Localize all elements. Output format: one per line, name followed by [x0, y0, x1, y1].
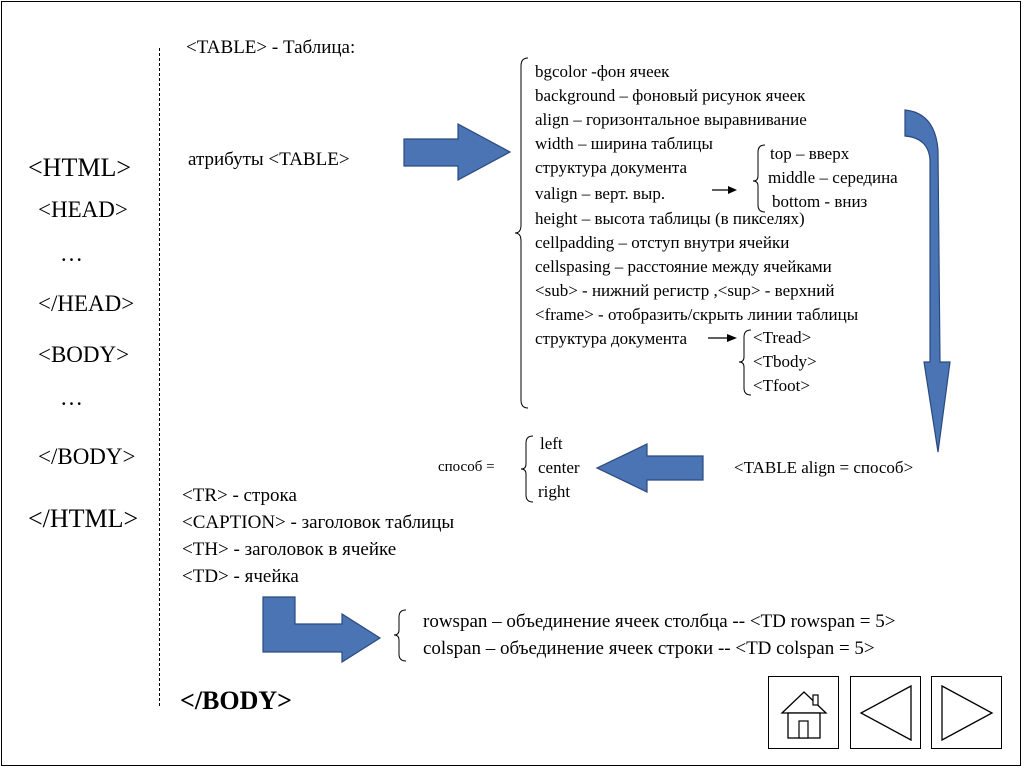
other-tag: <TD> - ячейка [182, 566, 299, 587]
attribute-item: width – ширина таблицы [535, 134, 713, 153]
attribute-item: background – фоновый рисунок ячеек [535, 86, 806, 105]
attribute-item: align – горизонтальное выравнивание [535, 110, 807, 129]
attribute-item: bgcolor -фон ячеек [535, 62, 670, 81]
html-close-tag: </HTML> [28, 504, 139, 533]
triangle-left-icon [859, 684, 912, 742]
attribute-item: структура документа [535, 158, 688, 177]
structure-tag: <Tfoot> [753, 376, 810, 395]
attribute-item: cellpadding – отступ внутри ячейки [535, 233, 790, 252]
curved-down-arrow-body [904, 109, 951, 453]
valign-option: top – вверх [770, 144, 850, 163]
triangle-right-icon [941, 684, 994, 742]
right-arrow [403, 122, 512, 182]
attribute-item: height – высота таблицы (в пикселях) [535, 209, 805, 228]
home-icon [780, 691, 828, 739]
head-open-tag: <HEAD> [38, 197, 128, 222]
page-title: <TABLE> - Таблица: [186, 37, 356, 58]
attribute-item: <sub> - нижний регистр ,<sup> - верхний [535, 281, 835, 300]
other-tag: <TR> - строка [182, 485, 297, 506]
valign-brace [752, 144, 766, 213]
align-option: center [538, 458, 580, 477]
align-option: right [538, 482, 571, 501]
structure-brace [738, 329, 752, 396]
attribute-item: <frame> - отобразить/скрыть линии таблиц… [535, 305, 859, 324]
attributes-brace [514, 57, 529, 409]
left-arrow [595, 443, 704, 493]
head-close-tag: </HEAD> [38, 291, 135, 316]
attribute-item: valign – верт. выр. [535, 184, 666, 203]
attribute-item: cellspasing – расстояние между ячейками [535, 257, 832, 276]
align-option: left [540, 434, 563, 453]
valign-option: middle – середина [768, 168, 898, 187]
body-close-tag: </BODY> [38, 444, 136, 469]
home-button[interactable] [768, 676, 839, 749]
html-open-tag: <HTML> [28, 153, 131, 182]
structure-tag: <Tread> [753, 328, 812, 347]
back-button[interactable] [850, 676, 921, 749]
l-shaped-arrow [262, 596, 382, 664]
ellipsis-2: … [60, 385, 83, 410]
valign-option: bottom - вниз [772, 192, 868, 211]
ellipsis-1: … [60, 241, 83, 266]
other-tag: <CAPTION> - заголовок таблицы [182, 512, 455, 533]
body-close-bold: </BODY> [180, 686, 292, 715]
span-brace [393, 609, 407, 662]
structure-tag: <Tbody> [753, 352, 817, 371]
dashed-divider [159, 48, 160, 706]
attributes-label: атрибуты <TABLE> [188, 149, 350, 170]
body-open-tag: <BODY> [38, 342, 130, 367]
table-align-syntax: <TABLE align = способ> [734, 458, 914, 477]
span-attribute: colspan – объединение ячеек строки -- <T… [423, 638, 875, 659]
attribute-item: структура документа [535, 329, 688, 348]
other-tag: <TH> - заголовок в ячейке [182, 539, 397, 560]
forward-button[interactable] [931, 676, 1002, 749]
align-brace [520, 435, 534, 503]
span-attribute: rowspan – объединение ячеек столбца -- <… [423, 611, 896, 632]
align-method-label: способ = [438, 459, 495, 475]
